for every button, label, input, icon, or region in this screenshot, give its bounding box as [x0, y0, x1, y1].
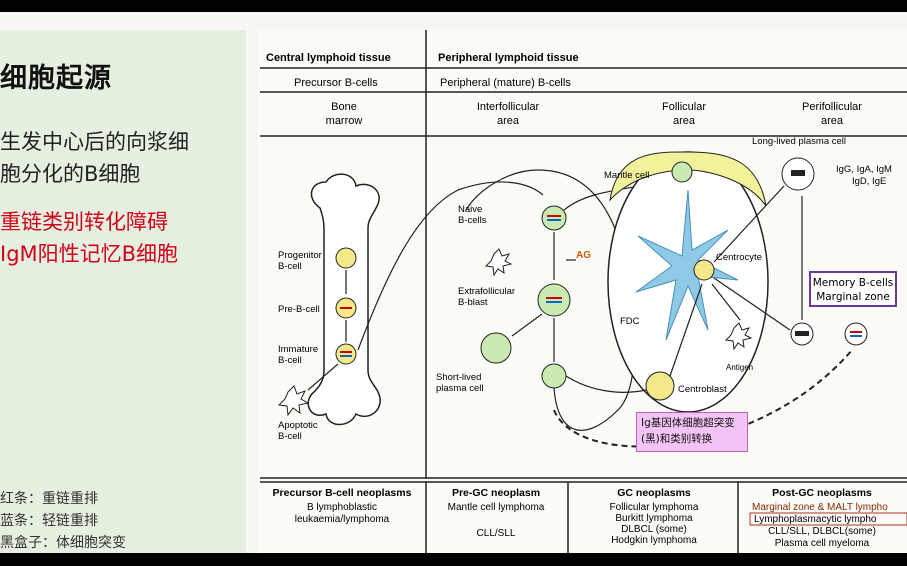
slide: 细胞起源 生发中心后的向浆细 胞分化的B细胞 重链类别转化障碍 IgM阳性记忆B…	[0, 12, 907, 553]
neo-postgc-3: CLL/SLL, DLBCL(some)	[768, 526, 876, 537]
neo-postgc-title: Post-GC neoplasms	[772, 487, 872, 499]
neo-postgc-2: Lymphoplasmacytic lympho	[754, 514, 877, 525]
memory-line-2: Marginal zone	[816, 291, 890, 303]
legend-item: 蓝条：轻链重排	[0, 513, 98, 529]
interfollicular-cell	[541, 363, 567, 389]
slide-title: 细胞起源	[0, 63, 112, 94]
header-peripheral: Peripheral lymphoid tissue	[438, 52, 579, 64]
label-long-lived: Long-lived plasma cell	[752, 136, 846, 147]
sub-peripheral: Peripheral (mature) B-cells	[440, 77, 571, 89]
neo-gc-2: Burkitt lymphoma	[615, 513, 693, 524]
centroblast	[645, 371, 675, 401]
memory-line-1: Memory B-cells	[812, 277, 894, 289]
legend-item: 红条：重链重排	[0, 491, 98, 507]
neo-precursor-title: Precursor B-cell neoplasms	[273, 487, 412, 499]
label-ig1: IgG, IgA, IgM	[836, 164, 892, 175]
red-text: 重链类别转化障碍 IgM阳性记忆B细胞	[0, 206, 178, 270]
left-panel: 细胞起源 生发中心后的向浆细 胞分化的B细胞 重链类别转化障碍 IgM阳性记忆B…	[0, 30, 246, 553]
red-line-1: 重链类别转化障碍	[0, 210, 168, 234]
diagram-svg: Central lymphoid tissue Peripheral lymph…	[260, 30, 907, 553]
bone-label-pre: Pre-B-cell	[278, 304, 320, 315]
label-ig2: IgD, IgE	[852, 176, 886, 187]
label-centroblast: Centroblast	[678, 384, 727, 395]
immature-cell	[335, 343, 357, 365]
bullet-text: 生发中心后的向浆细 胞分化的B细胞	[0, 126, 189, 190]
label-ag: AG	[576, 250, 591, 261]
progenitor-cell	[335, 247, 357, 269]
b-cell-diagram: Central lymphoid tissue Peripheral lymph…	[258, 30, 907, 553]
bullet-line-2: 胞分化的B细胞	[0, 162, 141, 186]
neo-gc-4: Hodgkin lymphoma	[611, 535, 697, 546]
apoptotic-cell	[277, 385, 310, 417]
legend-item: 黑盒子：体细胞突变	[0, 535, 126, 551]
neo-gc-3: DLBCL (some)	[621, 524, 687, 535]
memory-cell-2	[844, 322, 868, 346]
naive-cell	[541, 205, 567, 231]
label-antigen: Antigen	[726, 363, 753, 372]
neo-postgc-1: Marginal zone & MALT lympho	[752, 502, 888, 513]
header-central: Central lymphoid tissue	[266, 52, 391, 64]
b-blast-cell	[537, 283, 571, 317]
memory-b-cell-box: Memory B-cells Marginal zone	[809, 271, 897, 307]
label-mantle: Mantle cell	[604, 170, 649, 181]
neo-gc-title: GC neoplasms	[617, 487, 691, 499]
somatic-hypermutation-note: Ig基因体细胞超突变(黑)和类别转换	[636, 412, 748, 452]
neo-postgc-4: Plasma cell myeloma	[775, 538, 870, 549]
neo-pregc-2: CLL/SLL	[477, 528, 516, 539]
neo-precursor-2: leukaemia/lymphoma	[295, 514, 390, 525]
neo-precursor-1: B lymphoblastic	[307, 502, 377, 513]
centrocyte	[693, 259, 715, 281]
fdc-shape	[635, 189, 739, 341]
neo-gc-1: Follicular lymphoma	[610, 502, 699, 513]
neo-pregc-title: Pre-GC neoplasm	[452, 487, 540, 499]
sub-precursor: Precursor B-cells	[294, 77, 378, 89]
label-fdc: FDC	[620, 316, 640, 327]
neo-pregc-1: Mantle cell lymphoma	[448, 502, 545, 513]
label-centrocyte: Centrocyte	[716, 252, 762, 263]
legend: 红条：重链重排 蓝条：轻链重排 黑盒子：体细胞突变	[0, 488, 126, 553]
bullet-line-1: 生发中心后的向浆细	[0, 130, 189, 154]
mantle-cell	[671, 161, 693, 183]
short-lived-plasma	[480, 332, 512, 364]
red-line-2: IgM阳性记忆B细胞	[0, 242, 179, 266]
